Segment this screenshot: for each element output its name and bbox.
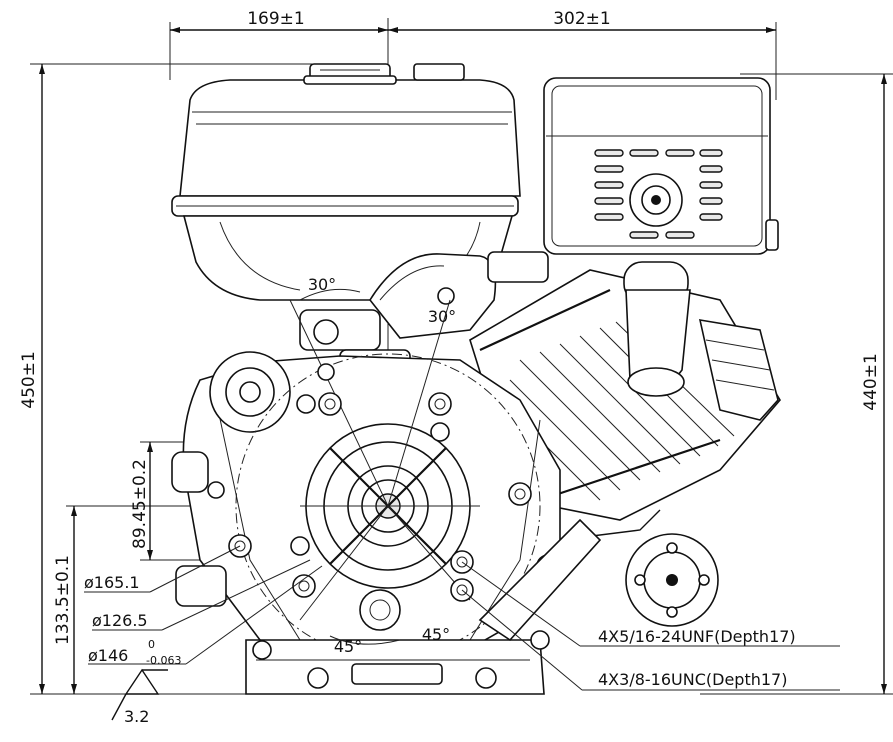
angle-top-left-label: 30° <box>308 275 336 294</box>
bolt-offset-label: 89.45±0.2 <box>130 459 150 549</box>
carburetor <box>299 251 549 387</box>
thread-a-label: 4X5/16-24UNF(Depth17) <box>598 627 796 646</box>
top-right-width-label: 302±1 <box>553 9 611 29</box>
bore-tol-lower-label: -0.063 <box>146 654 181 667</box>
angle-top-right-label: 30° <box>428 307 456 326</box>
bore-diameter-label: ø146 <box>88 646 128 665</box>
top-left-width-label: 169±1 <box>247 9 305 29</box>
angle-bottom-right-label: 45° <box>422 625 450 644</box>
pilot-diameter-label: ø126.5 <box>92 611 148 630</box>
air-cleaner <box>543 77 779 255</box>
starter-motor <box>171 351 291 607</box>
bolt-heads <box>207 363 560 631</box>
air-cleaner-vents <box>594 149 723 239</box>
overall-height-left-label: 450±1 <box>19 351 39 409</box>
diameter-callouts: ø165.1 ø126.5 ø146 0 -0.063 <box>84 545 323 667</box>
roughness-value-label: 3.2 <box>124 707 149 726</box>
thread-callouts: 4X5/16-24UNF(Depth17) 4X3/8-16UNC(Depth1… <box>461 561 840 691</box>
surface-roughness-symbol: 3.2 <box>111 668 168 726</box>
thread-b-label: 4X3/8-16UNC(Depth17) <box>598 670 787 689</box>
shaft-center-height-label: 133.5±0.1 <box>53 555 73 645</box>
right-height-dimension: 440±1 <box>700 73 893 695</box>
engine-base <box>245 518 602 695</box>
pto-flange <box>235 299 541 659</box>
muffler-tube <box>623 261 691 397</box>
bore-tol-upper-label: 0 <box>148 638 155 651</box>
angle-annotations: 30° 30° 45° 45° <box>299 275 456 656</box>
side-pulley <box>559 509 719 627</box>
bolt-circle-label: ø165.1 <box>84 573 140 592</box>
overall-height-right-label: 440±1 <box>861 353 881 411</box>
angle-bottom-left-label: 45° <box>334 637 362 656</box>
